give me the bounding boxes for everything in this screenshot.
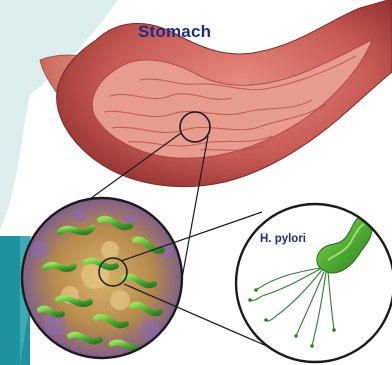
stomach-label: Stomach <box>138 22 211 42</box>
h-pylori-label: H. pylori <box>260 233 306 245</box>
